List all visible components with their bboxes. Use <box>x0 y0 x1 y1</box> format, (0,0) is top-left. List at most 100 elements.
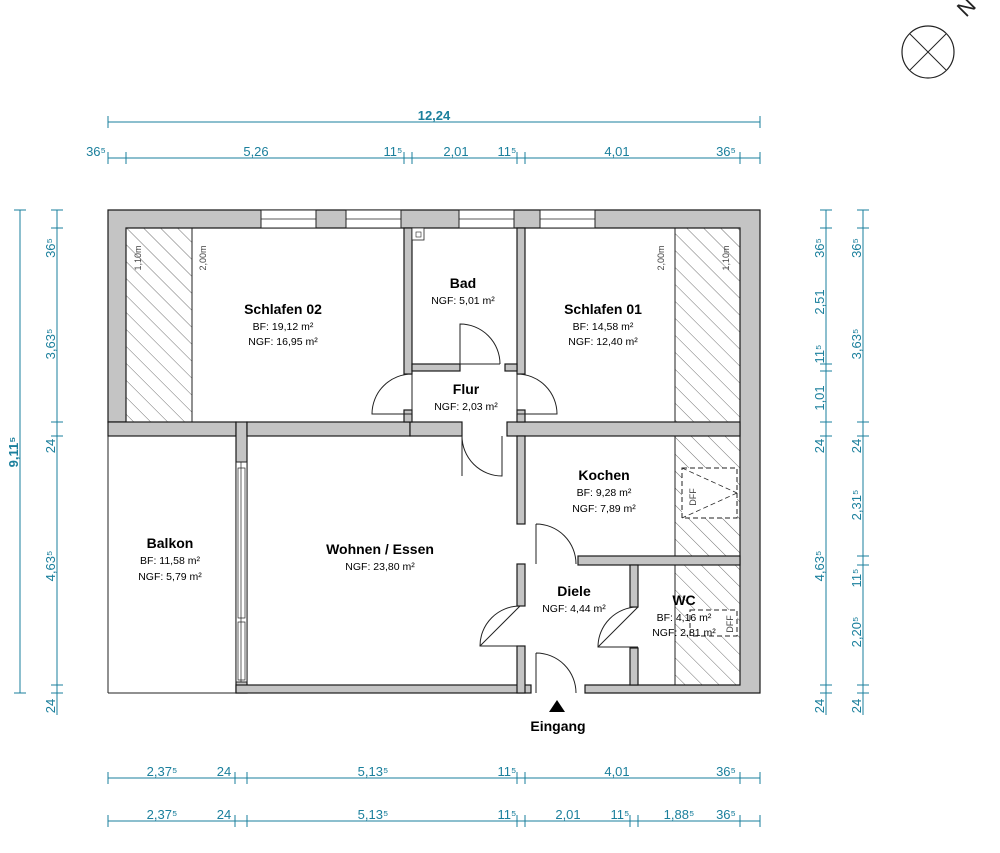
room-name-wc: WC <box>672 592 695 608</box>
balkon-door <box>235 461 248 683</box>
dim-top: 11⁵ <box>498 144 517 159</box>
left-dimensions: 9,11⁵ 36⁵ 3,63⁵ 24 4,63⁵ 24 <box>6 209 63 715</box>
doors <box>371 323 639 694</box>
wall-kochen-bottom <box>577 555 741 566</box>
wall-diele-left-mid <box>516 563 526 607</box>
dim-right2: 11⁵ <box>849 569 864 588</box>
dim-right2: 24 <box>849 699 864 713</box>
wall-diele-left-lower <box>516 645 526 694</box>
room-labels: Schlafen 02 BF: 19,12 m² NGF: 16,95 m² B… <box>138 275 716 639</box>
room-ngf-wc: NGF: 2,81 m² <box>652 627 716 639</box>
wall-mid-flur <box>409 421 463 437</box>
door-schlafen01 <box>516 373 558 415</box>
room-name-balkon: Balkon <box>147 535 194 551</box>
room-ngf-balkon: NGF: 5,79 m² <box>138 571 202 583</box>
dim-left: 24 <box>43 439 58 453</box>
right-dimensions-2: 36⁵ 3,63⁵ 24 2,31⁵ 11⁵ 2,20⁵ 24 <box>849 209 869 715</box>
dim-bottom1: 5,13⁵ <box>358 764 389 779</box>
dim-right1: 36⁵ <box>812 238 827 258</box>
hatch-schlafen01 <box>674 227 741 423</box>
dim-top: 2,01 <box>443 144 468 159</box>
dim-bottom1: 4,01 <box>604 764 629 779</box>
room-name-flur: Flur <box>453 381 480 397</box>
dim-bottom2: 11⁵ <box>611 807 630 822</box>
dim-bottom2: 1,88⁵ <box>664 807 695 822</box>
room-ngf-schlafen02: NGF: 16,95 m² <box>248 336 318 348</box>
dim-left: 24 <box>43 699 58 713</box>
compass-circle <box>901 25 955 79</box>
room-name-schlafen02: Schlafen 02 <box>244 301 322 317</box>
dim-bottom2: 11⁵ <box>498 807 517 822</box>
wall-balkon-top <box>107 421 237 437</box>
dim-left-total: 9,11⁵ <box>6 437 21 468</box>
door-diele <box>479 605 521 647</box>
dff-label: DFF <box>688 488 698 506</box>
ceiling-height-label: 1,10m <box>721 245 731 270</box>
dim-top-total: 12,24 <box>418 108 451 123</box>
dim-top: 36⁵ <box>716 144 736 159</box>
wall-wc-left-lower <box>629 647 639 686</box>
entrance-arrow-icon <box>549 700 565 712</box>
dim-bottom1: 2,37⁵ <box>147 764 178 779</box>
dim-right1: 24 <box>812 439 827 453</box>
wall-wohnen-bottom <box>235 684 532 694</box>
bottom-dimensions: 2,37⁵ 24 5,13⁵ 11⁵ 4,01 36⁵ 2,37⁵ 24 5,1… <box>107 764 761 827</box>
room-ngf-kochen: NGF: 7,89 m² <box>572 503 636 515</box>
ceiling-height-label: 2,00m <box>656 245 666 270</box>
room-name-bad: Bad <box>450 275 476 291</box>
dim-bottom2: 2,01 <box>555 807 580 822</box>
dim-left: 3,63⁵ <box>43 329 58 360</box>
dim-right1-long: 4,63⁵ <box>812 551 827 582</box>
dff-label: DFF <box>725 615 735 633</box>
dim-bottom2: 2,37⁵ <box>147 807 178 822</box>
entrance-label: Eingang <box>530 718 585 734</box>
roof-windows: DFF DFF <box>681 467 738 637</box>
door-wohnen <box>461 435 503 477</box>
door-kochen <box>535 523 577 565</box>
ceiling-height-label: 2,00m <box>198 245 208 270</box>
shaft <box>411 227 425 241</box>
room-bf-balkon: BF: 11,58 m² <box>140 555 200 567</box>
wall-bad-bottom-right <box>504 363 518 372</box>
door-schlafen02 <box>371 373 413 415</box>
wall-bad-left <box>403 227 413 375</box>
compass: N <box>901 0 981 79</box>
room-name-kochen: Kochen <box>578 467 629 483</box>
room-ngf-bad: NGF: 5,01 m² <box>431 295 495 307</box>
dim-bottom2: 24 <box>217 807 231 822</box>
dim-top: 11⁵ <box>384 144 403 159</box>
room-bf-schlafen02: BF: 19,12 m² <box>253 321 314 333</box>
right-dimensions-1: 36⁵ 2,51 11⁵ 1,01 24 4,63⁵ 24 <box>812 209 832 715</box>
room-ngf-schlafen01: NGF: 12,40 m² <box>568 336 638 348</box>
dim-right2: 3,63⁵ <box>849 329 864 360</box>
dim-bottom2: 36⁵ <box>716 807 736 822</box>
dim-top: 5,26 <box>243 144 268 159</box>
dim-top: 4,01 <box>604 144 629 159</box>
room-bf-schlafen01: BF: 14,58 m² <box>573 321 634 333</box>
dff-wc <box>689 609 738 637</box>
dim-right1: 2,51 <box>812 289 827 314</box>
dim-bottom1: 11⁵ <box>498 764 517 779</box>
room-name-diele: Diele <box>557 583 591 599</box>
wall-diele-left-upper <box>516 435 526 525</box>
dim-left: 4,63⁵ <box>43 551 58 582</box>
north-label: N <box>952 0 981 22</box>
dim-bottom2: 5,13⁵ <box>358 807 389 822</box>
wall-mid-left <box>246 421 411 437</box>
dim-right2: 2,31⁵ <box>849 490 864 521</box>
room-bf-wc: BF: 4,16 m² <box>657 612 712 624</box>
wall-bad-right <box>516 227 526 375</box>
dim-right1: 24 <box>812 699 827 713</box>
dim-bottom1: 24 <box>217 764 231 779</box>
room-name-schlafen01: Schlafen 01 <box>564 301 642 317</box>
door-wc <box>597 606 639 648</box>
wall-bad-bottom-left <box>411 363 461 372</box>
room-name-wohnen: Wohnen / Essen <box>326 541 434 557</box>
dim-right2: 24 <box>849 439 864 453</box>
dim-left: 36⁵ <box>43 238 58 258</box>
wall-wc-left-upper <box>629 564 639 608</box>
dim-right2: 2,20⁵ <box>849 617 864 648</box>
room-ngf-wohnen: NGF: 23,80 m² <box>345 561 415 573</box>
room-ngf-flur: NGF: 2,03 m² <box>434 401 498 413</box>
